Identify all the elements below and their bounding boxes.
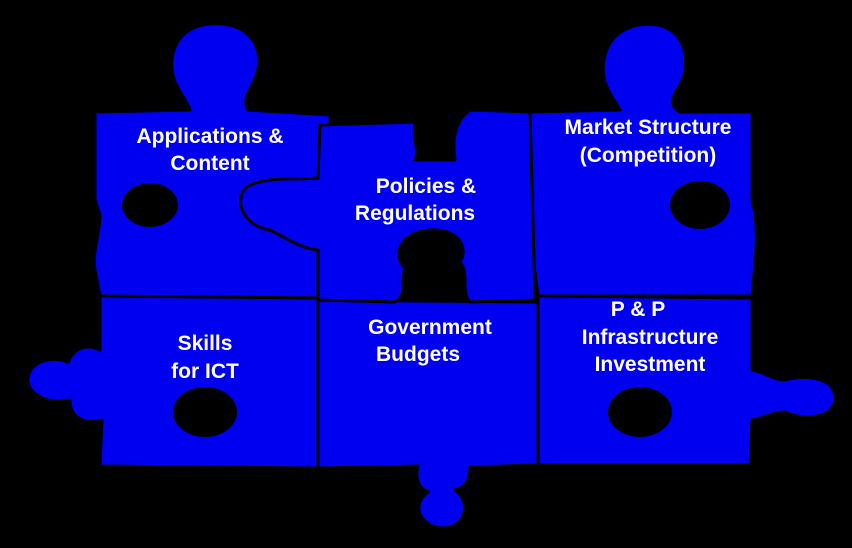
skills-label-line1: Skills	[178, 332, 233, 355]
puzzle-notch	[173, 387, 237, 437]
policies-label-line2: Regulations	[355, 202, 475, 225]
puzzle-notch	[122, 183, 178, 227]
puzzle-piece-budgets	[316, 298, 542, 530]
applications-label-line2: Content	[170, 152, 249, 175]
infrastructure-label-line2: Infrastructure	[582, 326, 719, 349]
applications-label-line1: Applications &	[136, 125, 283, 148]
puzzle-piece-policies	[239, 108, 537, 304]
infrastructure-label-line3: Investment	[595, 353, 706, 376]
puzzle-notch	[670, 181, 730, 229]
budgets-label-line1: Government	[368, 316, 492, 339]
skills-label-line2: for ICT	[171, 360, 239, 383]
puzzle-piece-skills	[26, 293, 322, 470]
puzzle-notch	[608, 387, 672, 437]
budgets-label-line2: Budgets	[376, 343, 460, 366]
policies-label-line1: Policies &	[376, 175, 476, 198]
market-label-line2: (Competition)	[580, 144, 716, 167]
puzzle-piece-infrastructure	[536, 294, 837, 467]
infrastructure-label-line1: P & P	[611, 298, 665, 321]
market-label-line1: Market Structure	[565, 116, 732, 139]
